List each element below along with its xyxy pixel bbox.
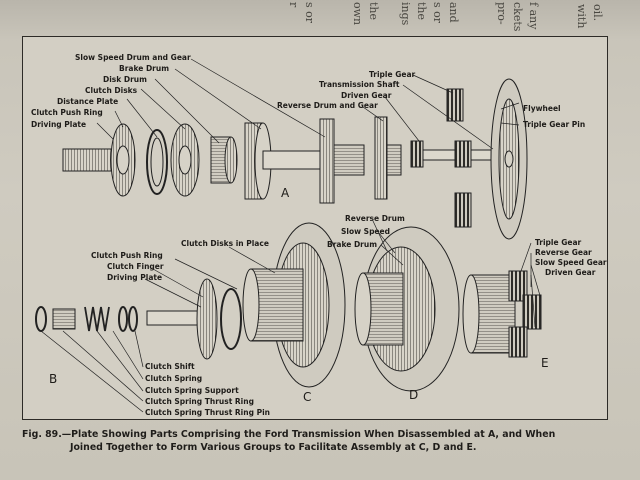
label-transmission-shaft: Transmission Shaft bbox=[319, 80, 400, 89]
prev-page-text: ckets bbox=[511, 2, 524, 32]
prev-page-text: r bbox=[287, 2, 300, 8]
label-slow-speed: Slow Speed bbox=[341, 227, 390, 236]
prev-page-text: and bbox=[447, 2, 460, 23]
label-triple-gear-pin: Triple Gear Pin bbox=[523, 120, 586, 129]
prev-page-text: the bbox=[367, 2, 380, 21]
label-distance-plate: Distance Plate bbox=[57, 97, 119, 106]
group-letter-a: A bbox=[281, 186, 290, 200]
label-clutch-spring-thrust-ring: Clutch Spring Thrust Ring bbox=[145, 397, 254, 406]
figure-plate: Slow Speed Drum and Gear Brake Drum Disk… bbox=[22, 36, 608, 420]
prev-page-text: with bbox=[575, 4, 588, 29]
label-driven-gear-assembled: Driven Gear bbox=[545, 268, 596, 277]
previous-page-strip: oil. with f any ckets pro- and s or the … bbox=[0, 0, 640, 40]
label-triple-gear: Triple Gear bbox=[369, 70, 416, 79]
prev-page-text: oil. bbox=[591, 4, 604, 22]
caption-line-1: Fig. 89.—Plate Showing Parts Comprising … bbox=[22, 429, 556, 440]
label-slow-speed-drum-and-gear: Slow Speed Drum and Gear bbox=[75, 53, 191, 62]
group-letter-c: C bbox=[303, 390, 312, 404]
label-driving-plate-assembled: Driving Plate bbox=[107, 273, 163, 282]
label-clutch-spring-support: Clutch Spring Support bbox=[145, 386, 239, 395]
label-clutch-disks: Clutch Disks bbox=[85, 86, 138, 95]
prev-page-text: own bbox=[351, 2, 364, 26]
label-slow-speed-gear: Slow Speed Gear bbox=[535, 258, 607, 267]
label-flywheel: Flywheel bbox=[523, 104, 561, 113]
label-clutch-spring: Clutch Spring bbox=[145, 374, 203, 383]
label-clutch-disks-in-place: Clutch Disks in Place bbox=[181, 239, 269, 248]
label-triple-gear-assembled: Triple Gear bbox=[535, 238, 582, 247]
label-disk-drum: Disk Drum bbox=[103, 75, 147, 84]
group-letter-d: D bbox=[409, 388, 419, 402]
label-reverse-gear: Reverse Gear bbox=[535, 248, 592, 257]
label-clutch-finger: Clutch Finger bbox=[107, 262, 164, 271]
prev-page-text: pro- bbox=[495, 2, 508, 25]
label-driven-gear: Driven Gear bbox=[341, 91, 392, 100]
group-letter-b: B bbox=[49, 372, 58, 386]
label-clutch-push-ring: Clutch Push Ring bbox=[31, 108, 103, 117]
label-clutch-shift: Clutch Shift bbox=[145, 362, 195, 371]
prev-page-text: s or bbox=[303, 2, 316, 24]
label-reverse-drum: Reverse Drum bbox=[345, 214, 405, 223]
label-clutch-push-ring-assembled: Clutch Push Ring bbox=[91, 251, 163, 260]
prev-page-text: s or bbox=[431, 2, 444, 24]
transmission-drawing bbox=[35, 58, 542, 413]
label-driving-plate: Driving Plate bbox=[31, 120, 87, 129]
label-clutch-spring-thrust-ring-pin: Clutch Spring Thrust Ring Pin bbox=[145, 408, 270, 417]
figure-caption: Fig. 89.—Plate Showing Parts Comprising … bbox=[22, 428, 622, 454]
prev-page-text: the bbox=[415, 2, 428, 21]
caption-line-2: Joined Together to Form Various Groups t… bbox=[70, 442, 477, 453]
label-reverse-drum-and-gear: Reverse Drum and Gear bbox=[277, 101, 378, 110]
group-letter-e: E bbox=[541, 356, 549, 370]
prev-page-text: ings bbox=[399, 2, 412, 26]
label-brake-drum-assembled: Brake Drum bbox=[327, 240, 378, 249]
prev-page-text: f any bbox=[527, 2, 540, 30]
label-brake-drum: Brake Drum bbox=[119, 64, 170, 73]
